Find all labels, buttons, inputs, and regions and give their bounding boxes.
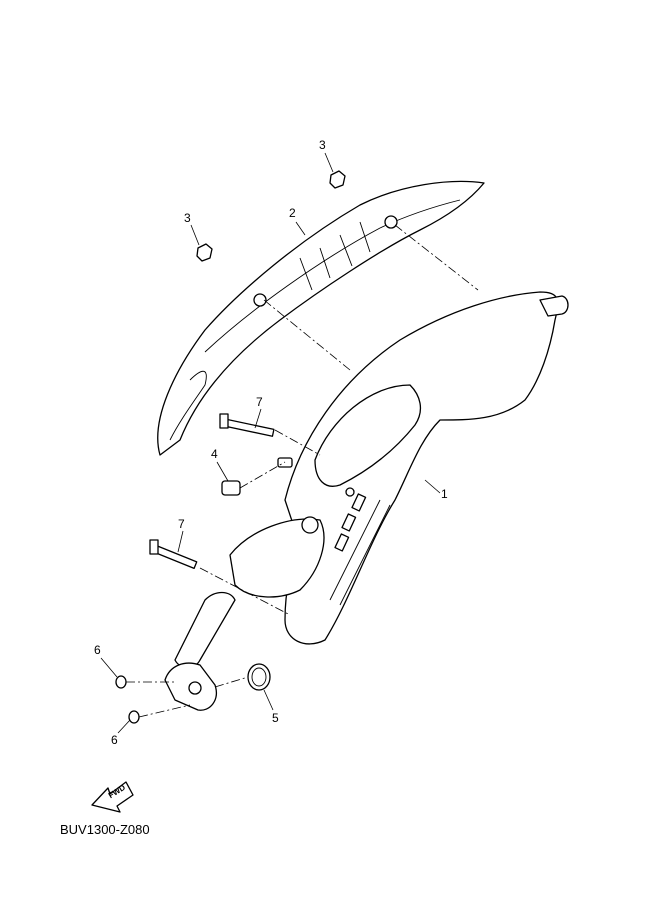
part-5-gasket — [247, 663, 271, 691]
assembly-lines — [126, 224, 479, 718]
callout-2: 2 — [289, 206, 296, 220]
callout-6a: 6 — [94, 643, 101, 657]
part-1-muffler — [164, 291, 569, 711]
leader-lines — [100, 152, 441, 734]
callout-5: 5 — [272, 711, 279, 725]
part-3-bolt-lower — [196, 243, 213, 262]
drawing-code: BUV1300-Z080 — [60, 822, 150, 837]
callout-7a: 7 — [256, 395, 263, 409]
part-7-bolt-upper — [219, 413, 275, 437]
callout-3a: 3 — [319, 138, 326, 152]
part-4-damper — [221, 457, 293, 496]
part-6-nut-upper — [115, 675, 127, 689]
callout-3b: 3 — [184, 211, 191, 225]
part-3-bolt-upper — [329, 170, 346, 189]
part-2-protector — [157, 180, 485, 456]
callout-7b: 7 — [178, 517, 185, 531]
callout-6b: 6 — [111, 733, 118, 747]
part-7-bolt-lower — [149, 539, 198, 569]
fwd-arrow-icon — [91, 781, 134, 813]
callout-1: 1 — [441, 487, 448, 501]
part-6-nut-lower — [128, 710, 140, 724]
callout-4: 4 — [211, 447, 218, 461]
